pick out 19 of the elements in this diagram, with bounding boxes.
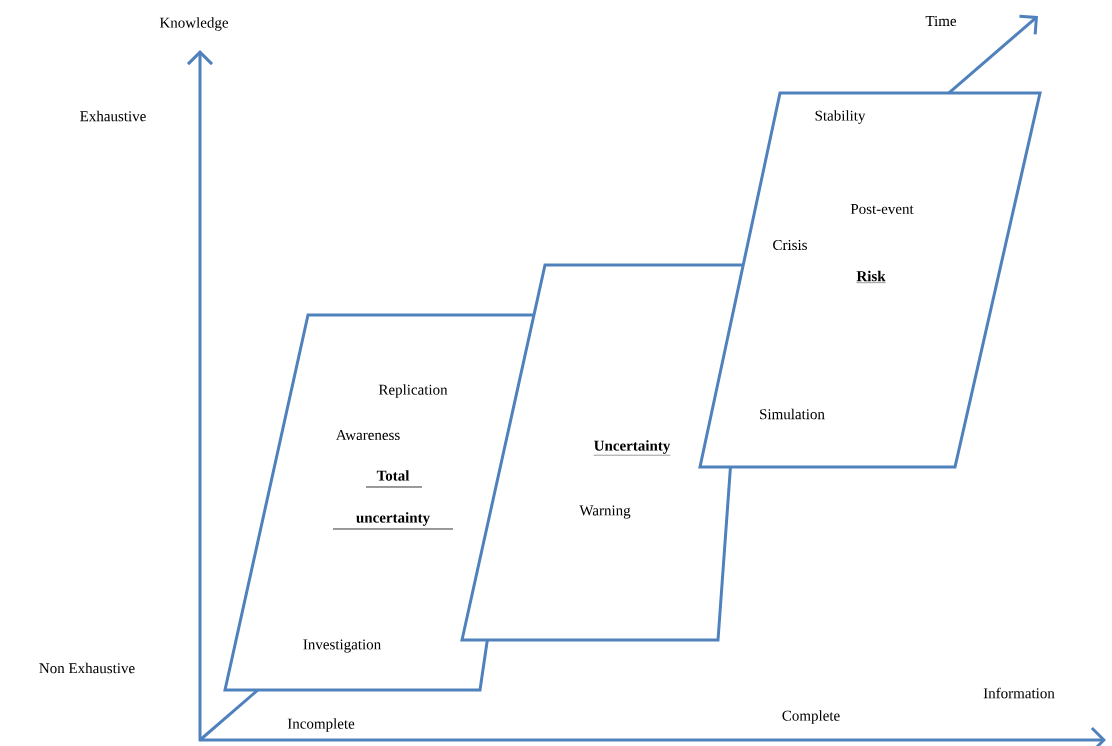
parallelogram-box: [698, 91, 1042, 469]
stage-label: Investigation: [303, 639, 381, 653]
axis-label: Knowledge: [159, 17, 229, 31]
axis-label: Exhaustive: [80, 110, 146, 122]
axis-label: Non Exhaustive: [39, 662, 135, 674]
stage-label: Post-event: [850, 204, 914, 214]
heading-label: Risk: [856, 270, 886, 283]
axis-label: Information: [983, 687, 1055, 699]
stage-label: Stability: [815, 110, 866, 124]
axis-label: Incomplete: [287, 718, 355, 732]
stage-label: Replication: [378, 384, 448, 398]
stage-label: Awareness: [335, 430, 400, 440]
axis-label: Complete: [782, 710, 840, 724]
stage-label: Crisis: [773, 239, 807, 251]
heading-label: Total uncertainty: [332, 470, 454, 530]
heading-label: Uncertainty: [593, 440, 671, 456]
axis-label: Time: [925, 15, 957, 27]
stage-label: Simulation: [760, 408, 825, 420]
stage-label: Warning: [579, 505, 631, 519]
